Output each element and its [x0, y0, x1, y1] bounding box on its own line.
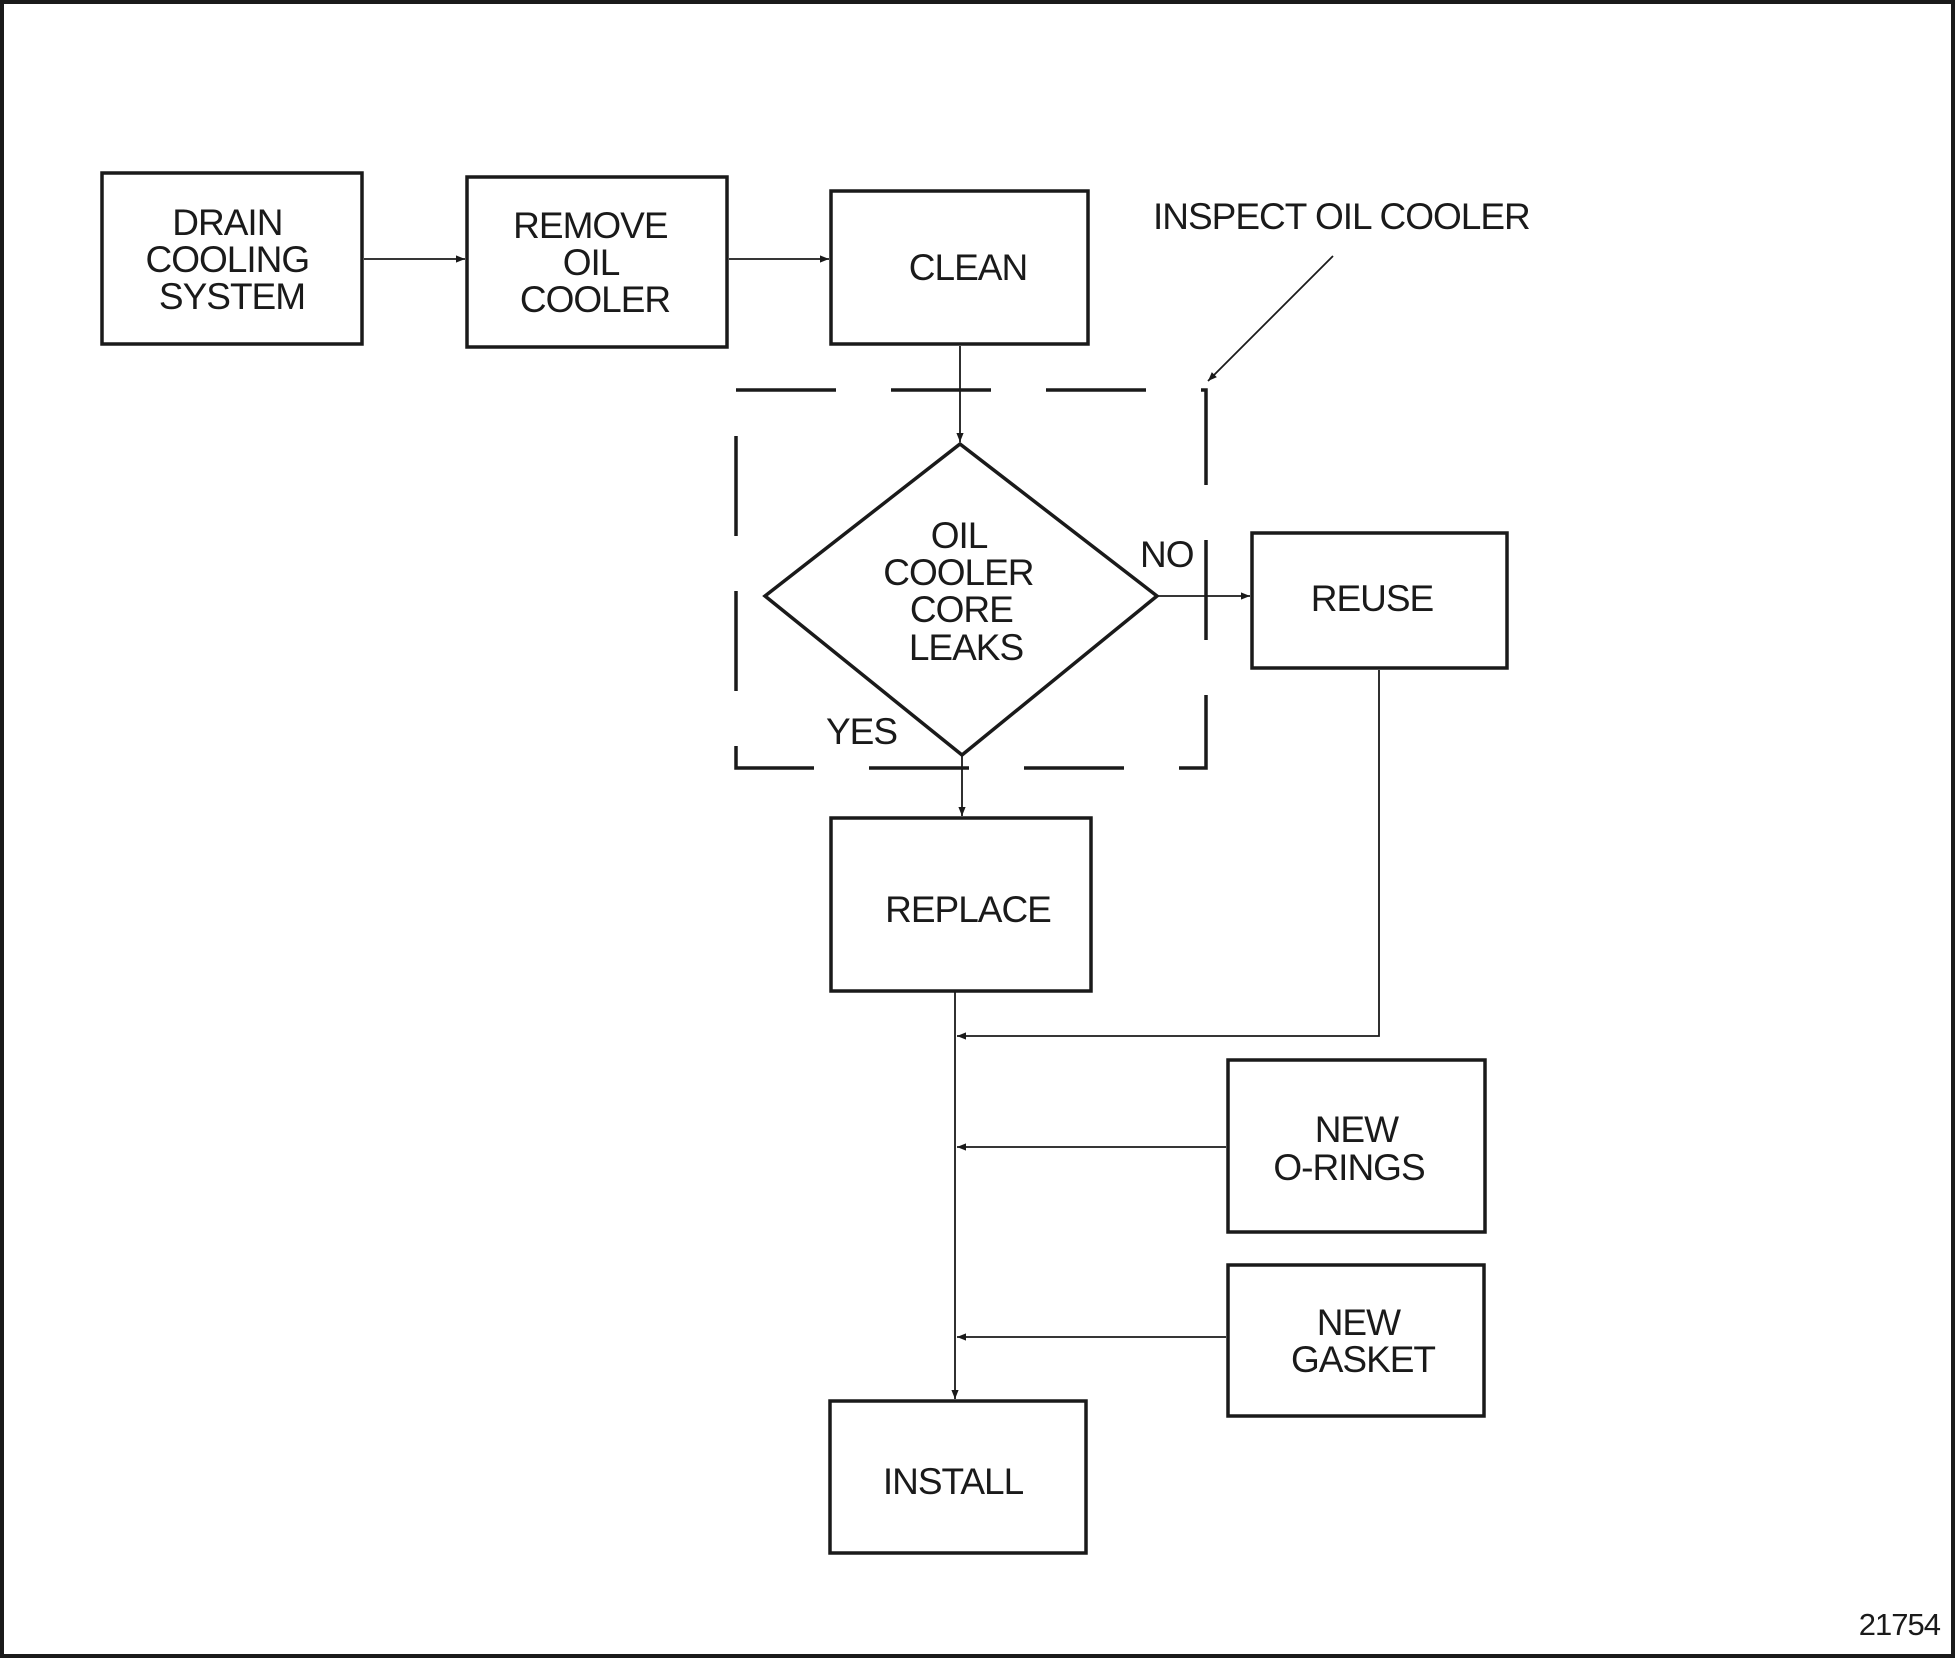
replace-box [829, 816, 1093, 993]
inspect-oil-cooler-label: INSPECT OIL COOLER [1153, 196, 1530, 237]
no-branch-label: NO [1140, 534, 1194, 575]
new-o-rings-box [1226, 1058, 1487, 1234]
drain-cooling-system-box [100, 171, 364, 346]
new-gasket-box [1226, 1263, 1486, 1418]
figure-number: 21754 [1859, 1607, 1941, 1642]
clean-label: CLEAN [909, 247, 1027, 288]
remove-oil-cooler-box [465, 175, 729, 349]
install-box [828, 1399, 1088, 1555]
new-gasket-label: NEW GASKET [1291, 1302, 1435, 1380]
decision-label: OIL COOLER CORE LEAKS [883, 515, 1043, 668]
drain-cooling-system-label: DRAIN COOLING SYSTEM [146, 202, 319, 317]
clean-box [829, 189, 1090, 346]
new-o-rings-label: NEW O-RINGS [1273, 1109, 1424, 1188]
yes-branch-label: YES [826, 711, 897, 752]
reuse-box [1250, 531, 1509, 670]
leader-arrow-inspect-oil-cooler [1207, 255, 1334, 382]
arrow-reuse-to-install-line [957, 670, 1380, 1040]
inspect-group-boundary [734, 388, 1208, 770]
reuse-label: REUSE [1311, 578, 1434, 619]
remove-oil-cooler-label: REMOVE OIL COOLER [513, 205, 677, 320]
replace-label: REPLACE [885, 889, 1051, 930]
install-label: INSTALL [883, 1461, 1024, 1502]
